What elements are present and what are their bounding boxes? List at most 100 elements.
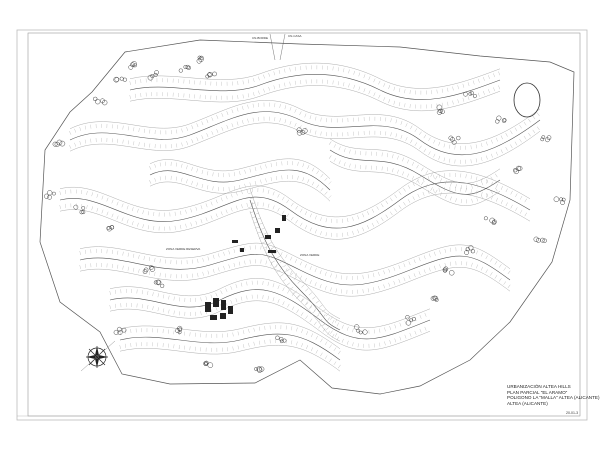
tree-cluster: [275, 335, 287, 344]
lot-divisions: [59, 172, 532, 224]
tree: [183, 65, 188, 69]
lot-rear-line: [149, 158, 331, 179]
outer-frame: [16, 29, 588, 421]
tree: [95, 98, 101, 105]
tree-cluster: [93, 96, 108, 106]
road: [249, 199, 341, 331]
tree: [449, 270, 455, 276]
tree: [463, 91, 468, 97]
tree: [205, 74, 210, 79]
tree-cluster: [296, 127, 308, 136]
tree: [197, 55, 202, 60]
tree: [411, 316, 416, 322]
tree-cluster: [128, 61, 137, 70]
lot-rear-line: [59, 170, 531, 218]
tree: [117, 329, 123, 335]
tree: [47, 190, 53, 196]
tree: [44, 193, 50, 199]
road: [69, 111, 541, 156]
tree-cluster: [175, 325, 183, 335]
road: [129, 74, 501, 100]
title-line-4: ALTEA (ALICANTE): [507, 400, 548, 406]
tree: [553, 196, 560, 203]
tree: [93, 96, 98, 102]
lot-rear-line: [329, 138, 501, 184]
tree-cluster: [106, 225, 115, 232]
tree: [113, 329, 119, 335]
tree: [515, 165, 522, 171]
lot-rear-line: [119, 322, 341, 349]
road: [109, 289, 431, 340]
tree: [114, 77, 120, 82]
tree: [468, 245, 474, 251]
tree: [178, 68, 183, 73]
tree-cluster: [153, 279, 165, 288]
tree: [430, 296, 436, 301]
tree: [495, 119, 500, 124]
tree-cluster: [405, 315, 416, 326]
road-label-top-right: CN-CASA: [288, 34, 302, 38]
tree: [483, 216, 488, 221]
road: [149, 169, 331, 191]
road: [79, 254, 511, 286]
tree: [442, 267, 448, 273]
tree: [204, 360, 209, 366]
tree: [196, 58, 202, 64]
tree: [256, 366, 262, 372]
tree: [106, 226, 111, 230]
tree: [434, 298, 439, 302]
lot-divisions: [248, 192, 341, 325]
lot-rear-line: [149, 181, 331, 202]
tree: [405, 320, 412, 326]
tree: [443, 266, 449, 272]
tree: [517, 165, 523, 171]
site-boundary: [39, 39, 575, 395]
tree-cluster: [553, 196, 566, 205]
tree: [117, 326, 122, 332]
tree: [256, 367, 263, 373]
tree-cluster: [205, 71, 217, 79]
tree: [81, 210, 86, 215]
tree: [52, 191, 56, 196]
tree-cluster: [463, 90, 477, 98]
tree: [177, 327, 183, 332]
tree-cluster: [540, 135, 552, 143]
lot-divisions: [119, 339, 342, 369]
tree: [130, 62, 135, 67]
tree: [448, 135, 454, 141]
compass-rose-icon: [80, 340, 116, 372]
tree: [254, 367, 259, 371]
tree-cluster: [495, 115, 507, 124]
zone-label-center: ZONA VERDE: [300, 253, 320, 257]
lot-rear-line: [69, 122, 541, 167]
lot-rear-line: [129, 63, 501, 89]
tree-cluster: [513, 165, 523, 175]
tree: [561, 197, 566, 202]
tree: [541, 135, 546, 140]
tree: [160, 283, 165, 288]
tree: [433, 295, 439, 301]
tree: [186, 65, 191, 70]
tree: [540, 137, 545, 142]
tree-cluster: [52, 139, 66, 147]
tree: [153, 280, 158, 285]
tree: [54, 141, 60, 147]
lot-divisions: [149, 175, 332, 199]
road-label-top-left: CN-BORDE: [252, 36, 269, 40]
tree-cluster: [464, 245, 476, 255]
tree: [153, 72, 158, 77]
central-buildings: [205, 215, 286, 320]
tree-cluster: [354, 324, 368, 335]
tree: [185, 64, 190, 70]
tree: [542, 238, 547, 243]
tree: [207, 72, 212, 77]
tree-cluster: [178, 64, 191, 73]
tree: [465, 246, 470, 252]
tree: [470, 249, 476, 254]
tree: [436, 109, 442, 115]
tree: [47, 194, 52, 200]
tree-cluster: [142, 265, 156, 274]
tree: [119, 76, 124, 81]
tree: [122, 77, 127, 82]
tree: [492, 219, 497, 225]
